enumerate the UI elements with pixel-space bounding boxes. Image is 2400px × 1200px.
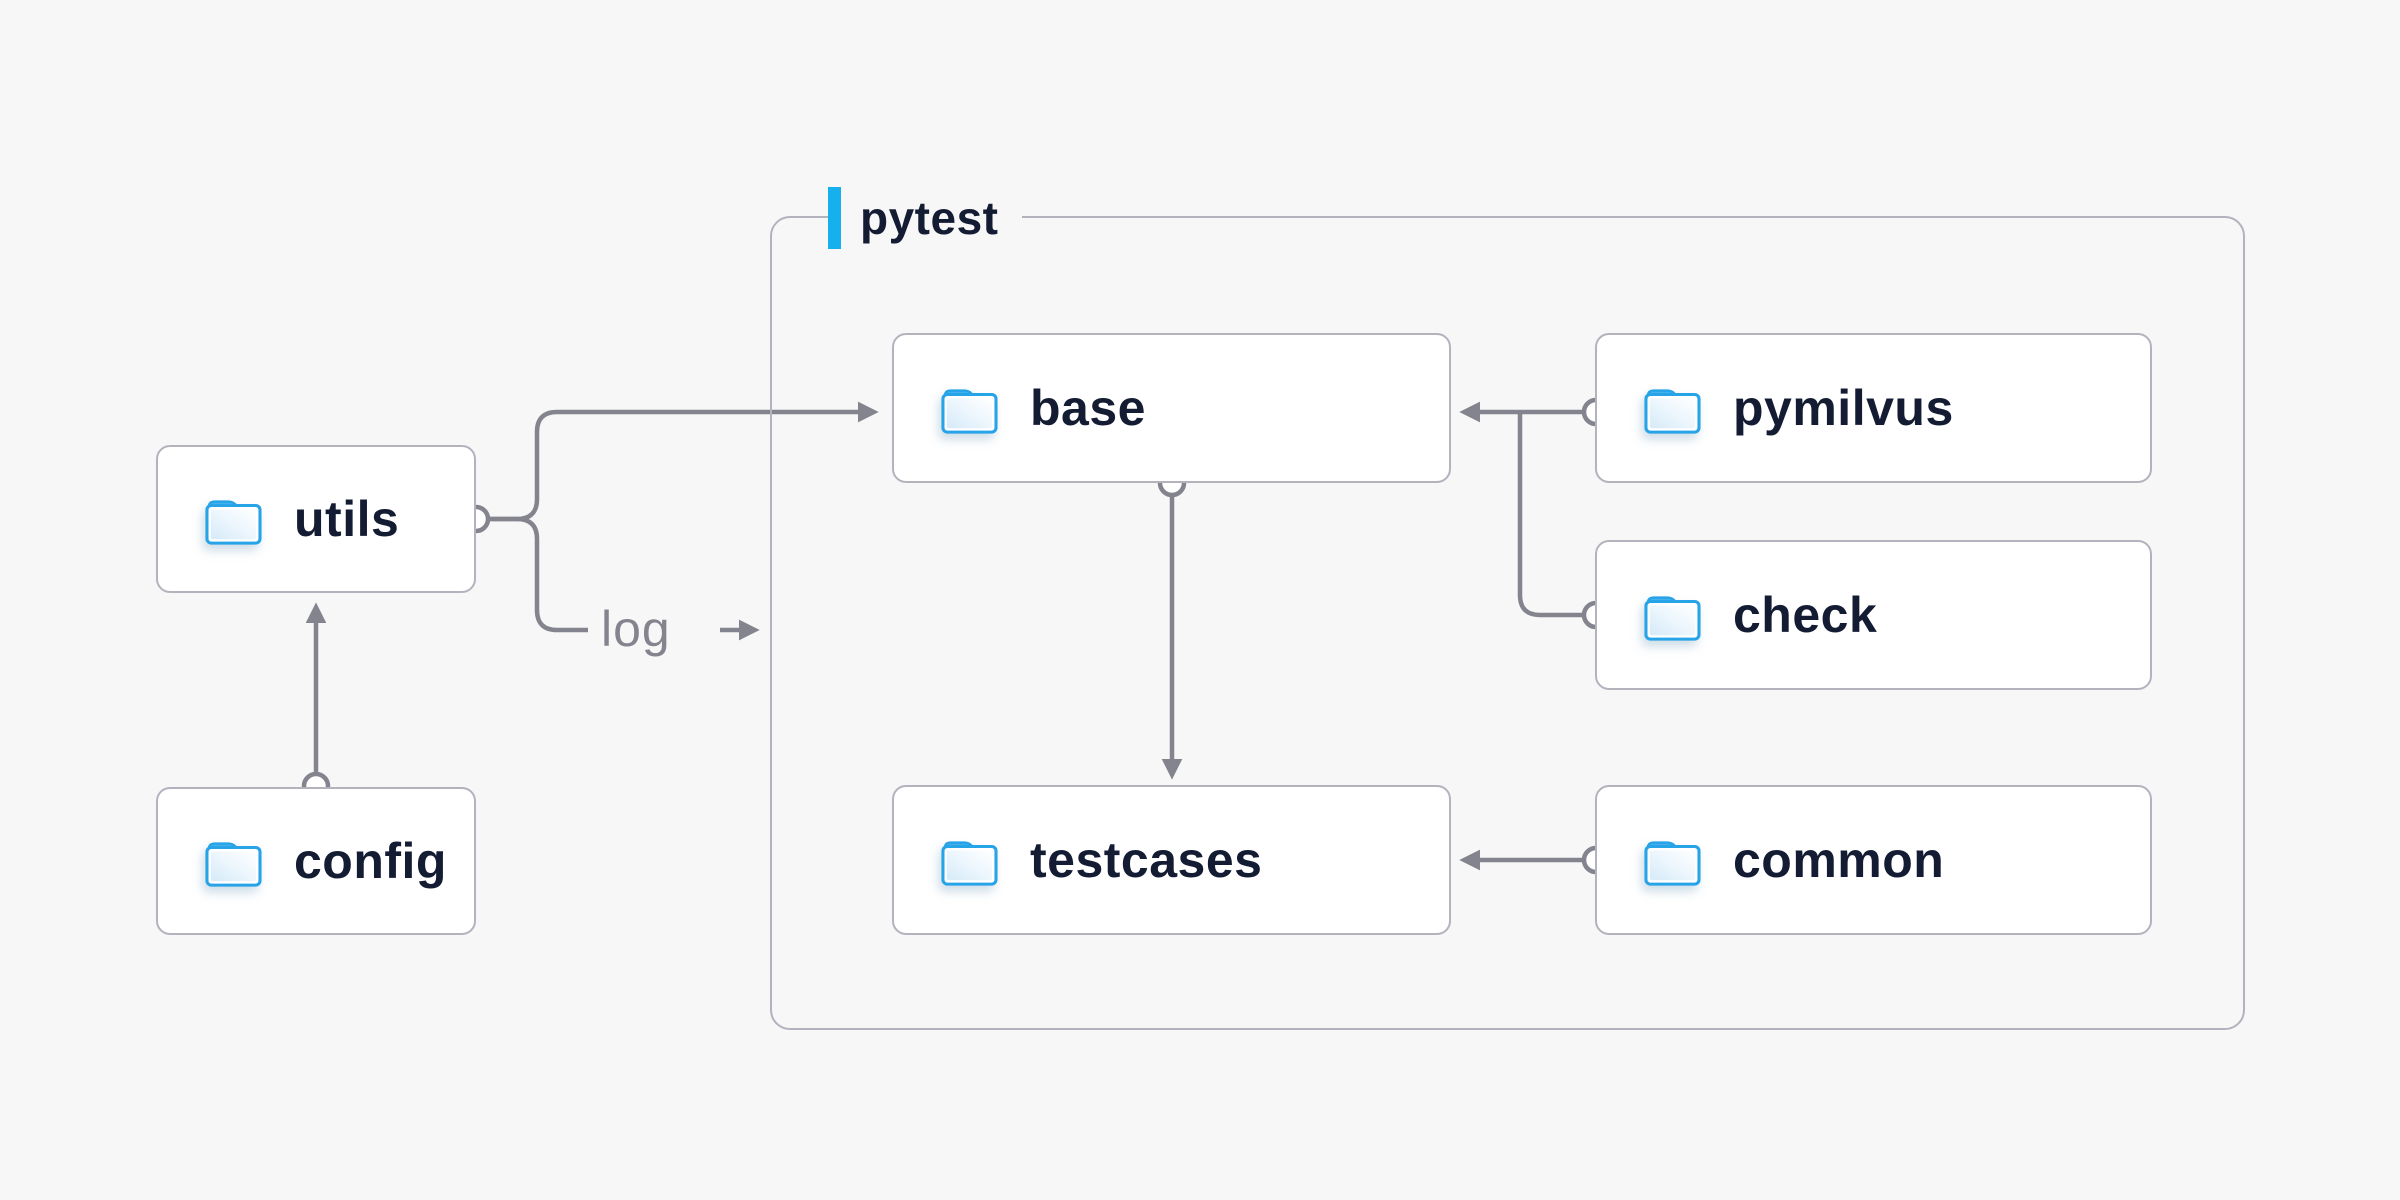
folder-icon bbox=[1639, 588, 1705, 642]
node-label-config: config bbox=[294, 833, 447, 889]
folder-icon bbox=[1639, 833, 1705, 887]
folder-icon bbox=[936, 381, 1002, 435]
node-config[interactable]: config bbox=[156, 787, 476, 935]
node-label-check: check bbox=[1733, 587, 1878, 643]
node-label-base: base bbox=[1030, 380, 1146, 436]
edge-label-log: log bbox=[601, 601, 671, 657]
node-check[interactable]: check bbox=[1595, 540, 2152, 690]
folder-icon bbox=[1639, 381, 1705, 435]
folder-icon bbox=[200, 834, 266, 888]
container-label-text: pytest bbox=[860, 192, 999, 244]
node-pymilvus[interactable]: pymilvus bbox=[1595, 333, 2152, 483]
node-testcases[interactable]: testcases bbox=[892, 785, 1451, 935]
folder-icon bbox=[200, 492, 266, 546]
accent-bar bbox=[828, 187, 841, 249]
node-label-utils: utils bbox=[294, 491, 400, 547]
node-common[interactable]: common bbox=[1595, 785, 2152, 935]
node-base[interactable]: base bbox=[892, 333, 1451, 483]
node-label-common: common bbox=[1733, 832, 1945, 888]
pytest-container-label: pytest bbox=[828, 187, 1023, 249]
pytest-container: pytest bbox=[770, 187, 2245, 1030]
folder-icon bbox=[936, 833, 1002, 887]
edge-utils-log bbox=[489, 516, 588, 633]
node-label-testcases: testcases bbox=[1030, 832, 1263, 888]
node-utils[interactable]: utils bbox=[156, 445, 476, 593]
node-label-pymilvus: pymilvus bbox=[1733, 380, 1954, 436]
